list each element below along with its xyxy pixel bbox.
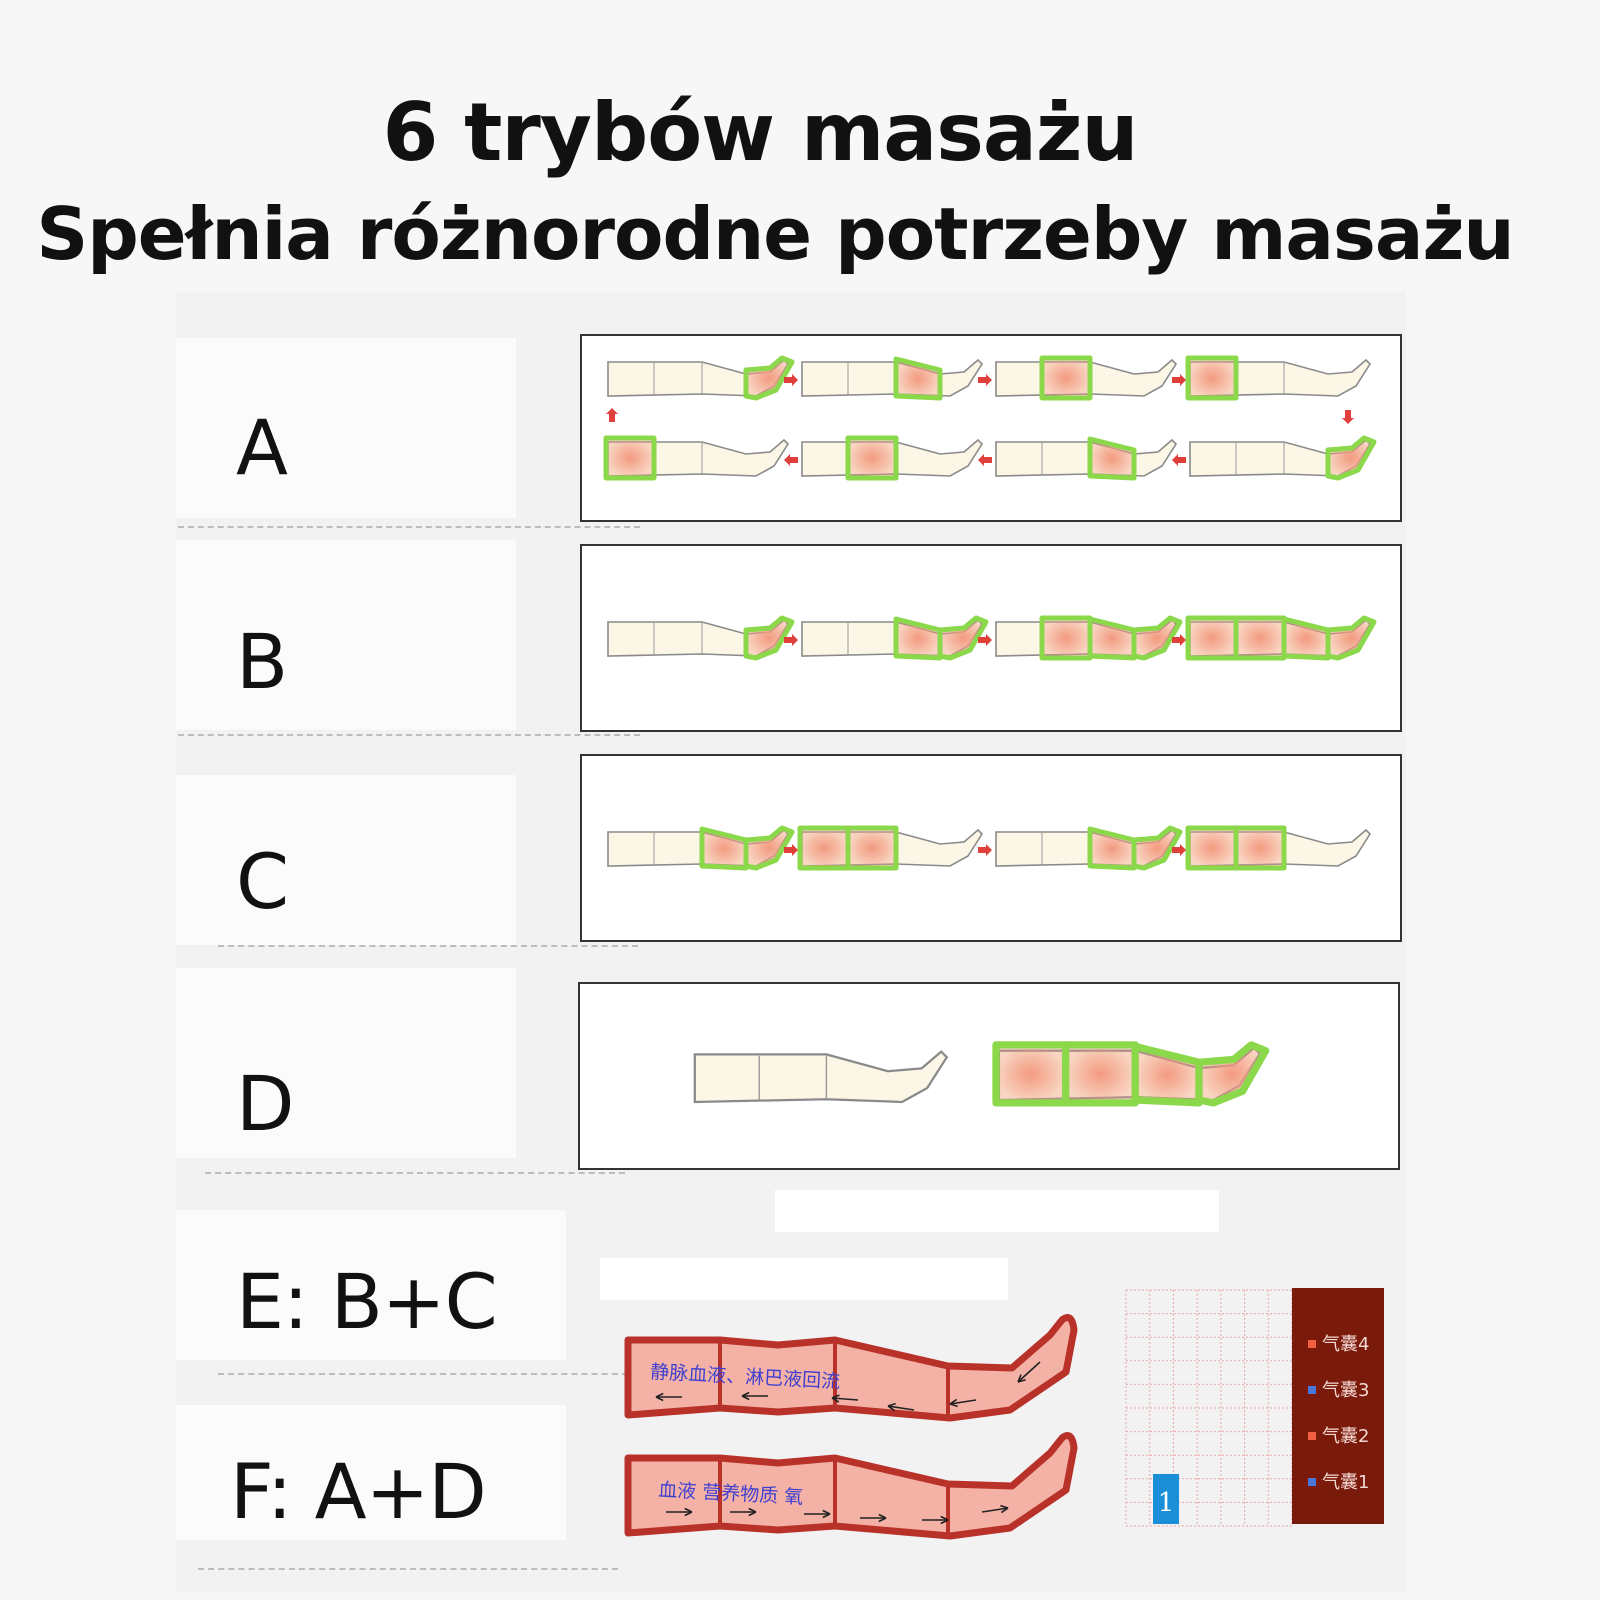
sequence-arrow (784, 844, 798, 856)
mode-label-f: F: A+D (230, 1447, 487, 1536)
mode-label-e: E: B+C (236, 1257, 498, 1346)
label-bg-b (176, 540, 516, 730)
divider-a (178, 526, 640, 528)
mode-a-step-4 (1185, 355, 1372, 401)
white-band-2 (600, 1258, 1008, 1300)
mode-a-step-8 (603, 435, 790, 481)
mode-b-step-4 (1185, 615, 1377, 661)
mode-label-b: B (236, 617, 289, 706)
mode-c-step-2 (797, 825, 984, 871)
mode-c-sequence-diagram (607, 825, 1372, 871)
mode-label-d: D (236, 1059, 295, 1148)
divider-c (218, 945, 638, 947)
label-bg-e (176, 1210, 566, 1360)
mode-label-c: C (236, 837, 290, 926)
mode-a-step-3 (995, 355, 1178, 401)
mode-a-sequence-diagram (603, 355, 1377, 481)
mode-box-b (580, 544, 1402, 732)
sequence-arrow (1172, 844, 1186, 856)
mode-a-step-7 (801, 435, 984, 481)
mode-b-step-2 (801, 615, 989, 661)
sequence-arrow (1342, 410, 1354, 424)
sequence-arrow (1172, 454, 1186, 466)
mode-b-step-1 (607, 615, 795, 661)
divider-d (205, 1172, 625, 1174)
mode-b-sequence-diagram (607, 615, 1377, 661)
label-bg-c (176, 775, 516, 945)
label-bg-a (176, 338, 516, 518)
white-band-1 (775, 1190, 1219, 1232)
mode-b-step-3 (995, 615, 1183, 661)
sequence-arrow (784, 454, 798, 466)
sequence-arrow (978, 454, 992, 466)
mode-d-sequence-diagram (693, 1041, 1270, 1107)
sequence-arrow (978, 844, 992, 856)
mode-d-step-1 (693, 1050, 949, 1104)
label-bg-f (176, 1405, 566, 1540)
title-line-2: Spełnia różnorodne potrzeby masażu (36, 192, 1514, 276)
mode-box-d (578, 982, 1400, 1170)
mode-box-a (580, 334, 1402, 522)
mode-d-step-2 (992, 1041, 1270, 1107)
mode-a-step-5 (1189, 435, 1377, 481)
mode-c-step-4 (1185, 825, 1372, 871)
sequence-arrow (784, 634, 798, 646)
divider-b (178, 734, 640, 736)
mode-a-step-2 (801, 356, 984, 401)
mode-box-c (580, 754, 1402, 942)
divider-f (198, 1568, 618, 1570)
mode-label-a: A (236, 403, 288, 492)
label-bg-d (176, 968, 516, 1158)
sequence-arrow (978, 634, 992, 646)
mode-c-step-3 (995, 825, 1183, 871)
mode-a-step-1 (607, 355, 795, 401)
mode-c-step-1 (607, 825, 795, 871)
sequence-arrow (1172, 374, 1186, 386)
sequence-arrow (606, 408, 618, 422)
sequence-arrow (784, 374, 798, 386)
mode-a-step-6 (995, 436, 1178, 481)
sequence-arrow (978, 374, 992, 386)
title-line-1: 6 trybów masażu (382, 86, 1139, 179)
sequence-arrow (1172, 634, 1186, 646)
divider-e (218, 1373, 638, 1375)
